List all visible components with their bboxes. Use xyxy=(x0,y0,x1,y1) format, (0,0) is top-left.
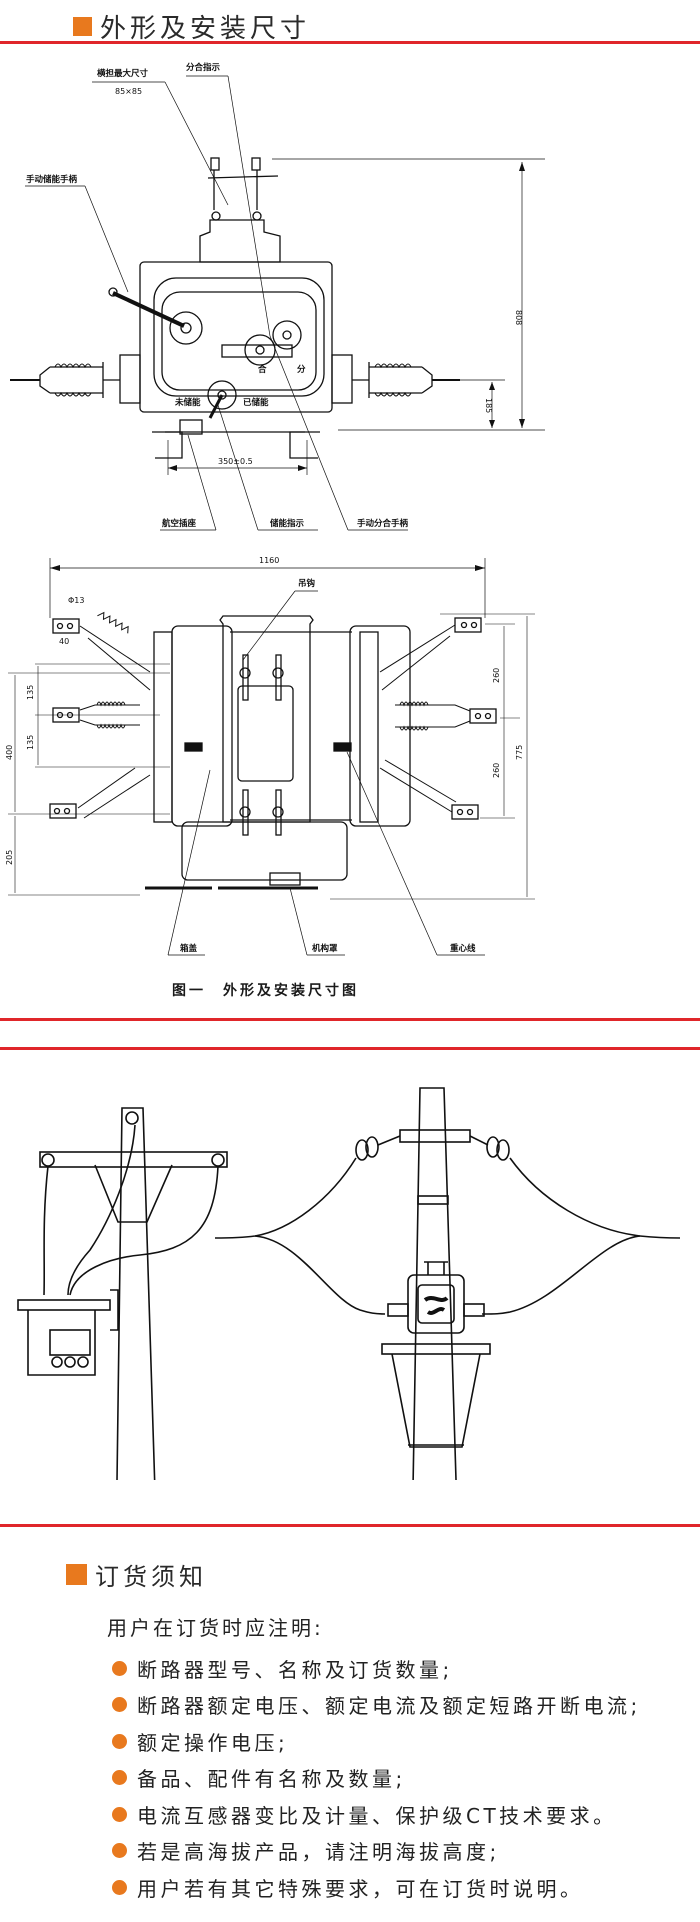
dim-right-span: 775 xyxy=(515,745,524,760)
figure-caption: 图一 外形及安装尺寸图 xyxy=(172,983,359,999)
leader-line xyxy=(167,769,211,956)
label-open-close-indicator: 分合指示 xyxy=(186,62,221,73)
divider-rule xyxy=(0,1524,700,1527)
list-item-text: 断路器额定电压、额定电流及额定短路开断电流; xyxy=(137,1694,641,1719)
dim-total-height: 808 xyxy=(514,310,523,325)
label-box-cover: 箱盖 xyxy=(179,943,198,954)
divider-rule xyxy=(0,41,700,44)
list-item: 备品、配件有名称及数量; xyxy=(112,1760,641,1797)
top-view-drawing: 1160 吊钩 Φ13 40 135 135 400 205 xyxy=(5,556,535,956)
list-item-text: 备品、配件有名称及数量; xyxy=(137,1767,406,1792)
dim-mount-spacing: 350±0.5 xyxy=(218,457,253,466)
bullet-icon xyxy=(112,1843,127,1859)
leader-line xyxy=(164,81,229,206)
dim-bushing-height: 185 xyxy=(484,398,493,413)
leader-line xyxy=(187,434,217,531)
label-max-crossarm: 横担最大尺寸 xyxy=(96,68,149,79)
label-not-charged: 未储能 xyxy=(174,397,201,408)
list-item-text: 额定操作电压; xyxy=(137,1730,289,1755)
label-hole-spacing: 40 xyxy=(59,637,69,646)
label-manual-open-close-handle: 手动分合手柄 xyxy=(357,518,409,529)
dim-left-spacing-1: 135 xyxy=(26,685,35,700)
bullet-icon xyxy=(112,1806,127,1822)
leader-line xyxy=(289,887,308,956)
dim-left-spacing-2: 135 xyxy=(26,735,35,750)
divider-rule xyxy=(0,1018,700,1021)
list-item: 断路器额定电压、额定电流及额定短路开断电流; xyxy=(112,1687,641,1724)
list-item: 电流互感器变比及计量、保护级CT技术要求。 xyxy=(112,1796,641,1833)
leader-line xyxy=(269,335,349,531)
bullet-icon xyxy=(112,1660,127,1676)
list-item: 断路器型号、名称及订货数量; xyxy=(112,1650,641,1687)
dim-total-width: 1160 xyxy=(259,556,279,565)
label-open: 分 xyxy=(297,364,306,375)
dim-right-spacing-1: 260 xyxy=(492,668,501,683)
section-title-ordering: 订货须知 xyxy=(66,1557,207,1592)
label-center-of-gravity: 重心线 xyxy=(450,943,476,954)
label-charge-indicator: 储能指示 xyxy=(269,518,305,529)
ordering-intro: 用户在订货时应注明: xyxy=(107,1616,324,1640)
section-title-dimensions: 外形及安装尺寸 xyxy=(73,8,310,45)
leader-line xyxy=(84,185,129,293)
leader-line xyxy=(227,75,271,337)
leader-line xyxy=(217,404,259,531)
label-mechanism-cover: 机构罩 xyxy=(312,943,338,954)
label-hole-dia: Φ13 xyxy=(68,596,84,605)
bullet-icon xyxy=(112,1697,127,1713)
label-aviation-socket: 航空插座 xyxy=(162,518,197,529)
dim-left-span: 400 xyxy=(5,745,14,760)
bullet-icon xyxy=(112,1770,127,1786)
divider-rule xyxy=(0,1047,700,1050)
label-lifting-hook: 吊钩 xyxy=(298,578,316,589)
section-title-text: 订货须知 xyxy=(95,1563,207,1591)
list-item-text: 用户若有其它特殊要求，可在订货时说明。 xyxy=(137,1876,584,1901)
leader-line xyxy=(346,751,438,956)
dim-base-height: 205 xyxy=(5,850,14,865)
dim-right-spacing-2: 260 xyxy=(492,763,501,778)
list-item: 用户若有其它特殊要求，可在订货时说明。 xyxy=(112,1869,641,1906)
label-charged: 已储能 xyxy=(243,397,269,408)
section-title-text: 外形及安装尺寸 xyxy=(100,14,311,44)
installation-drawings: 吊装 坐装 xyxy=(17,1087,681,1480)
bullet-icon xyxy=(112,1733,127,1749)
label-manual-spring-handle: 手动储能手柄 xyxy=(26,174,78,185)
leader-line xyxy=(242,590,296,661)
seated-install-drawing xyxy=(214,1087,681,1480)
label-max-crossarm-value: 85×85 xyxy=(115,87,142,96)
bullet-icon xyxy=(112,1879,127,1895)
list-item-text: 断路器型号、名称及订货数量; xyxy=(137,1657,453,1682)
list-item: 若是高海拔产品，请注明海拔高度; xyxy=(112,1833,641,1870)
requirements-list: 断路器型号、名称及订货数量; 断路器额定电压、额定电流及额定短路开断电流; 额定… xyxy=(112,1650,641,1906)
list-item-text: 若是高海拔产品，请注明海拔高度; xyxy=(137,1840,500,1865)
hanging-install-drawing xyxy=(17,1107,228,1480)
orange-square-icon xyxy=(66,1564,87,1585)
list-item: 额定操作电压; xyxy=(112,1723,641,1760)
orange-square-icon xyxy=(73,17,92,36)
label-close: 合 xyxy=(257,364,267,375)
front-view-drawing: 横担最大尺寸 85×85 分合指示 手动储能手柄 合 分 未储能 已储能 xyxy=(10,62,545,531)
list-item-text: 电流互感器变比及计量、保护级CT技术要求。 xyxy=(137,1803,617,1828)
